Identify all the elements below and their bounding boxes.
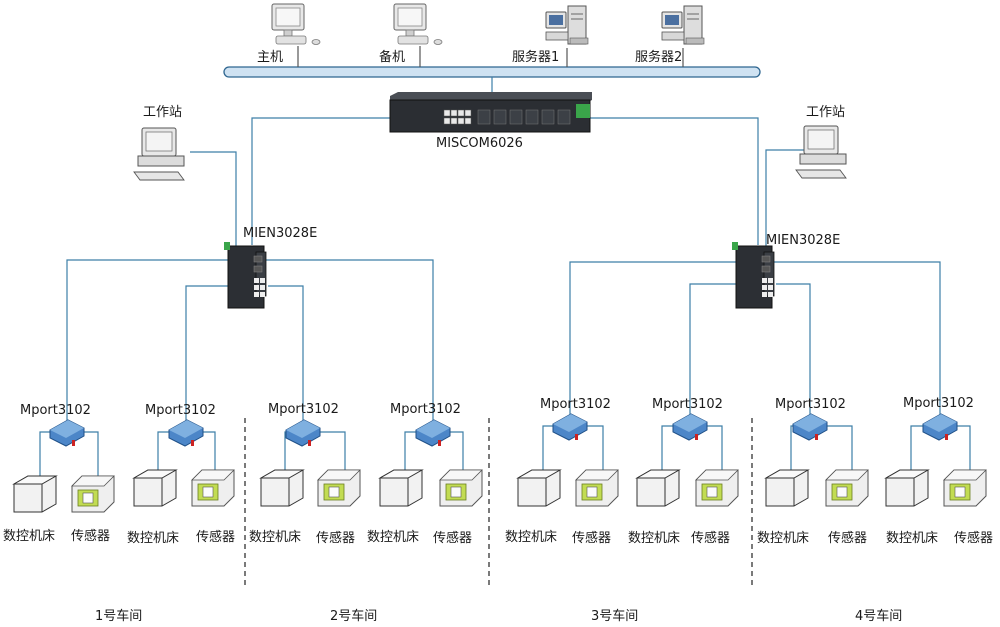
machine-label: 数控机床: [367, 530, 420, 545]
cnc-machine-icon: [765, 469, 809, 507]
cnc-machine-icon: [379, 469, 423, 507]
mport-device-icon: [168, 419, 204, 447]
sensor-icon: [695, 469, 739, 507]
edge-switch-icon: [731, 241, 775, 309]
sensor-label: 传感器: [954, 531, 994, 546]
edge-switch-label: MIEN3028E: [243, 226, 318, 241]
cnc-machine-icon: [133, 469, 177, 507]
machine-label: 数控机床: [886, 531, 939, 546]
sensor-icon: [943, 469, 987, 507]
machine-label: 数控机床: [628, 531, 681, 546]
cnc-machine-icon: [517, 469, 561, 507]
mport-label: Mport3102: [20, 403, 91, 418]
mport-label: Mport3102: [652, 397, 723, 412]
sensor-icon: [317, 469, 361, 507]
network-bus: [223, 66, 761, 78]
sensor-label: 传感器: [572, 531, 612, 546]
mport-device-icon: [49, 419, 85, 447]
mport-device-icon: [922, 413, 958, 441]
workstation-icon: [795, 125, 847, 179]
sensor-label: 传感器: [196, 530, 236, 545]
server-icon: [545, 5, 589, 45]
sensor-label: 传感器: [691, 531, 731, 546]
workshop-label: 4号车间: [855, 609, 903, 624]
server1-label: 服务器1: [512, 50, 560, 65]
sensor-label: 传感器: [316, 531, 356, 546]
host-label: 主机: [257, 50, 284, 65]
sensor-icon: [825, 469, 869, 507]
machine-label: 数控机床: [249, 530, 302, 545]
cnc-machine-icon: [885, 469, 929, 507]
cnc-machine-icon: [260, 469, 304, 507]
workshop-label: 3号车间: [591, 609, 639, 624]
cnc-machine-icon: [636, 469, 680, 507]
mport-label: Mport3102: [145, 403, 216, 418]
mport-device-icon: [792, 413, 828, 441]
server-icon: [661, 5, 705, 45]
mport-device-icon: [552, 413, 588, 441]
mport-label: Mport3102: [540, 397, 611, 412]
workstation-label: 工作站: [143, 105, 183, 120]
sensor-icon: [71, 475, 115, 513]
mport-label: Mport3102: [775, 397, 846, 412]
workshop-label: 1号车间: [95, 609, 143, 624]
mport-label: Mport3102: [903, 396, 974, 411]
workstation-label: 工作站: [806, 105, 846, 120]
mport-device-icon: [415, 419, 451, 447]
machine-label: 数控机床: [127, 531, 180, 546]
server2-label: 服务器2: [635, 50, 683, 65]
host-computer-icon: [271, 3, 321, 45]
machine-label: 数控机床: [757, 531, 810, 546]
core-switch-icon: [389, 92, 592, 133]
machine-label: 数控机床: [3, 529, 56, 544]
sensor-icon: [575, 469, 619, 507]
core-switch-label: MISCOM6026: [436, 136, 523, 151]
mport-device-icon: [285, 419, 321, 447]
sensor-icon: [439, 469, 483, 507]
sensor-label: 传感器: [71, 529, 111, 544]
sensor-icon: [191, 469, 235, 507]
sensor-label: 传感器: [433, 531, 473, 546]
workshop-label: 2号车间: [330, 609, 378, 624]
backup-label: 备机: [379, 50, 406, 65]
edge-switch-icon: [223, 241, 267, 309]
workstation-icon: [133, 127, 185, 181]
machine-label: 数控机床: [505, 530, 558, 545]
cnc-machine-icon: [13, 475, 57, 513]
mport-device-icon: [672, 413, 708, 441]
sensor-label: 传感器: [828, 531, 868, 546]
backup-computer-icon: [393, 3, 443, 45]
mport-label: Mport3102: [268, 402, 339, 417]
edge-switch-label: MIEN3028E: [766, 233, 841, 248]
mport-label: Mport3102: [390, 402, 461, 417]
